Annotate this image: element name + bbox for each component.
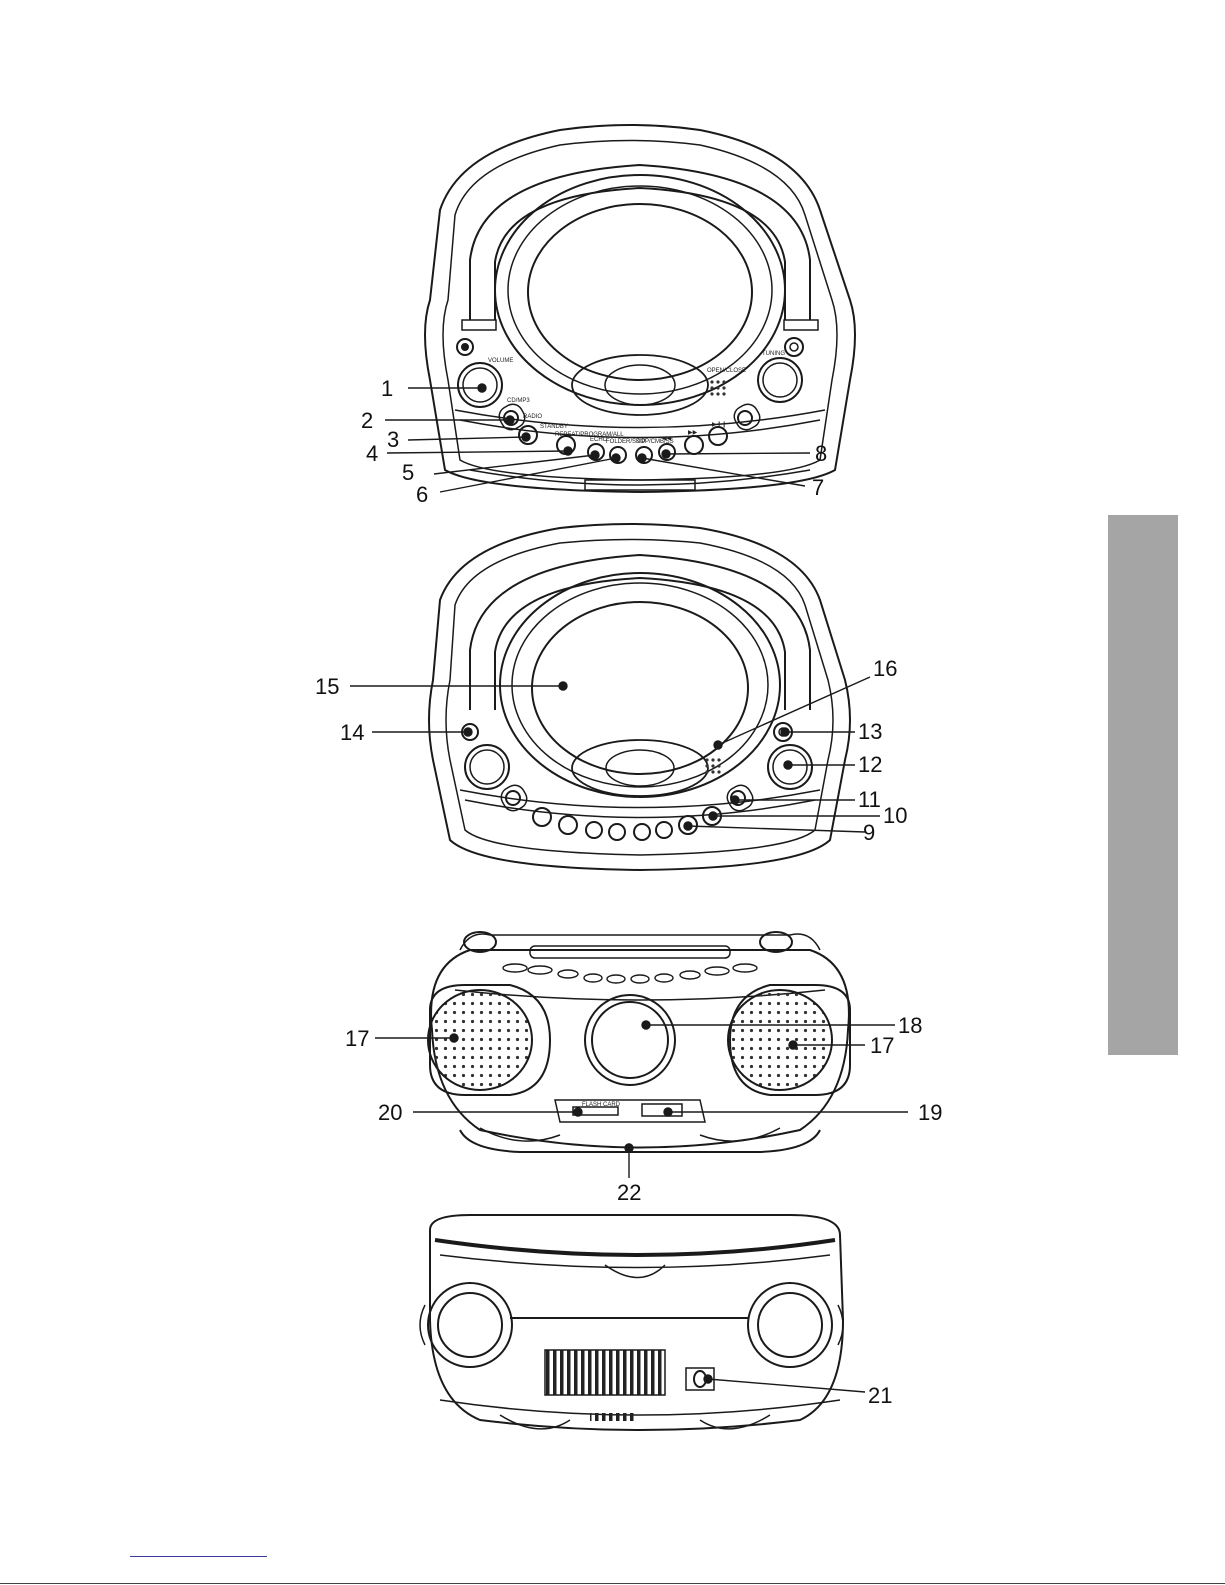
back-view (420, 1215, 843, 1430)
callout-12: 12 (858, 752, 882, 777)
callout-3: 3 (387, 427, 399, 452)
standby-label: STANDBY (540, 424, 568, 430)
callout-17-right: 17 (870, 1033, 894, 1058)
callout-15: 15 (315, 674, 339, 699)
callout-5: 5 (402, 460, 414, 485)
volume-label: VOLUME (488, 358, 513, 364)
callout-6: 6 (416, 482, 428, 507)
back-leaders (704, 1375, 865, 1392)
cd-mode-label: CD/MP3 (507, 398, 530, 404)
front-view (429, 524, 850, 870)
callout-11: 11 (858, 787, 881, 812)
callout-16: 16 (873, 656, 897, 681)
callout-18: 18 (898, 1013, 922, 1038)
callout-8: 8 (815, 441, 827, 466)
callout-21: 21 (868, 1383, 892, 1408)
top-view (425, 125, 855, 492)
play-label: ▶❙❙ (712, 421, 727, 428)
callout-13: 13 (858, 719, 882, 744)
callout-20: 20 (378, 1100, 402, 1125)
skip-back-label: ◀◀ (662, 436, 672, 442)
callout-19: 19 (918, 1100, 942, 1125)
callout-17-left: 17 (345, 1026, 369, 1051)
speaker-view (428, 932, 850, 1152)
open-close-label: OPEN/CLOSE (707, 368, 746, 374)
callout-14: 14 (340, 720, 364, 745)
tuning-label: TUNING (762, 351, 785, 357)
callout-1: 1 (381, 376, 393, 401)
radio-label: RADIO (523, 414, 542, 420)
skip-fwd-label: ▶▶ (688, 430, 698, 436)
back-callouts: 21 (868, 1383, 892, 1408)
callout-10: 10 (883, 803, 907, 828)
callout-22: 22 (617, 1180, 641, 1205)
callout-9: 9 (863, 820, 875, 845)
flash-card-label: FLASH CARD (582, 1102, 621, 1108)
callout-7: 7 (812, 475, 824, 500)
callout-2: 2 (361, 408, 373, 433)
callout-4: 4 (366, 441, 378, 466)
